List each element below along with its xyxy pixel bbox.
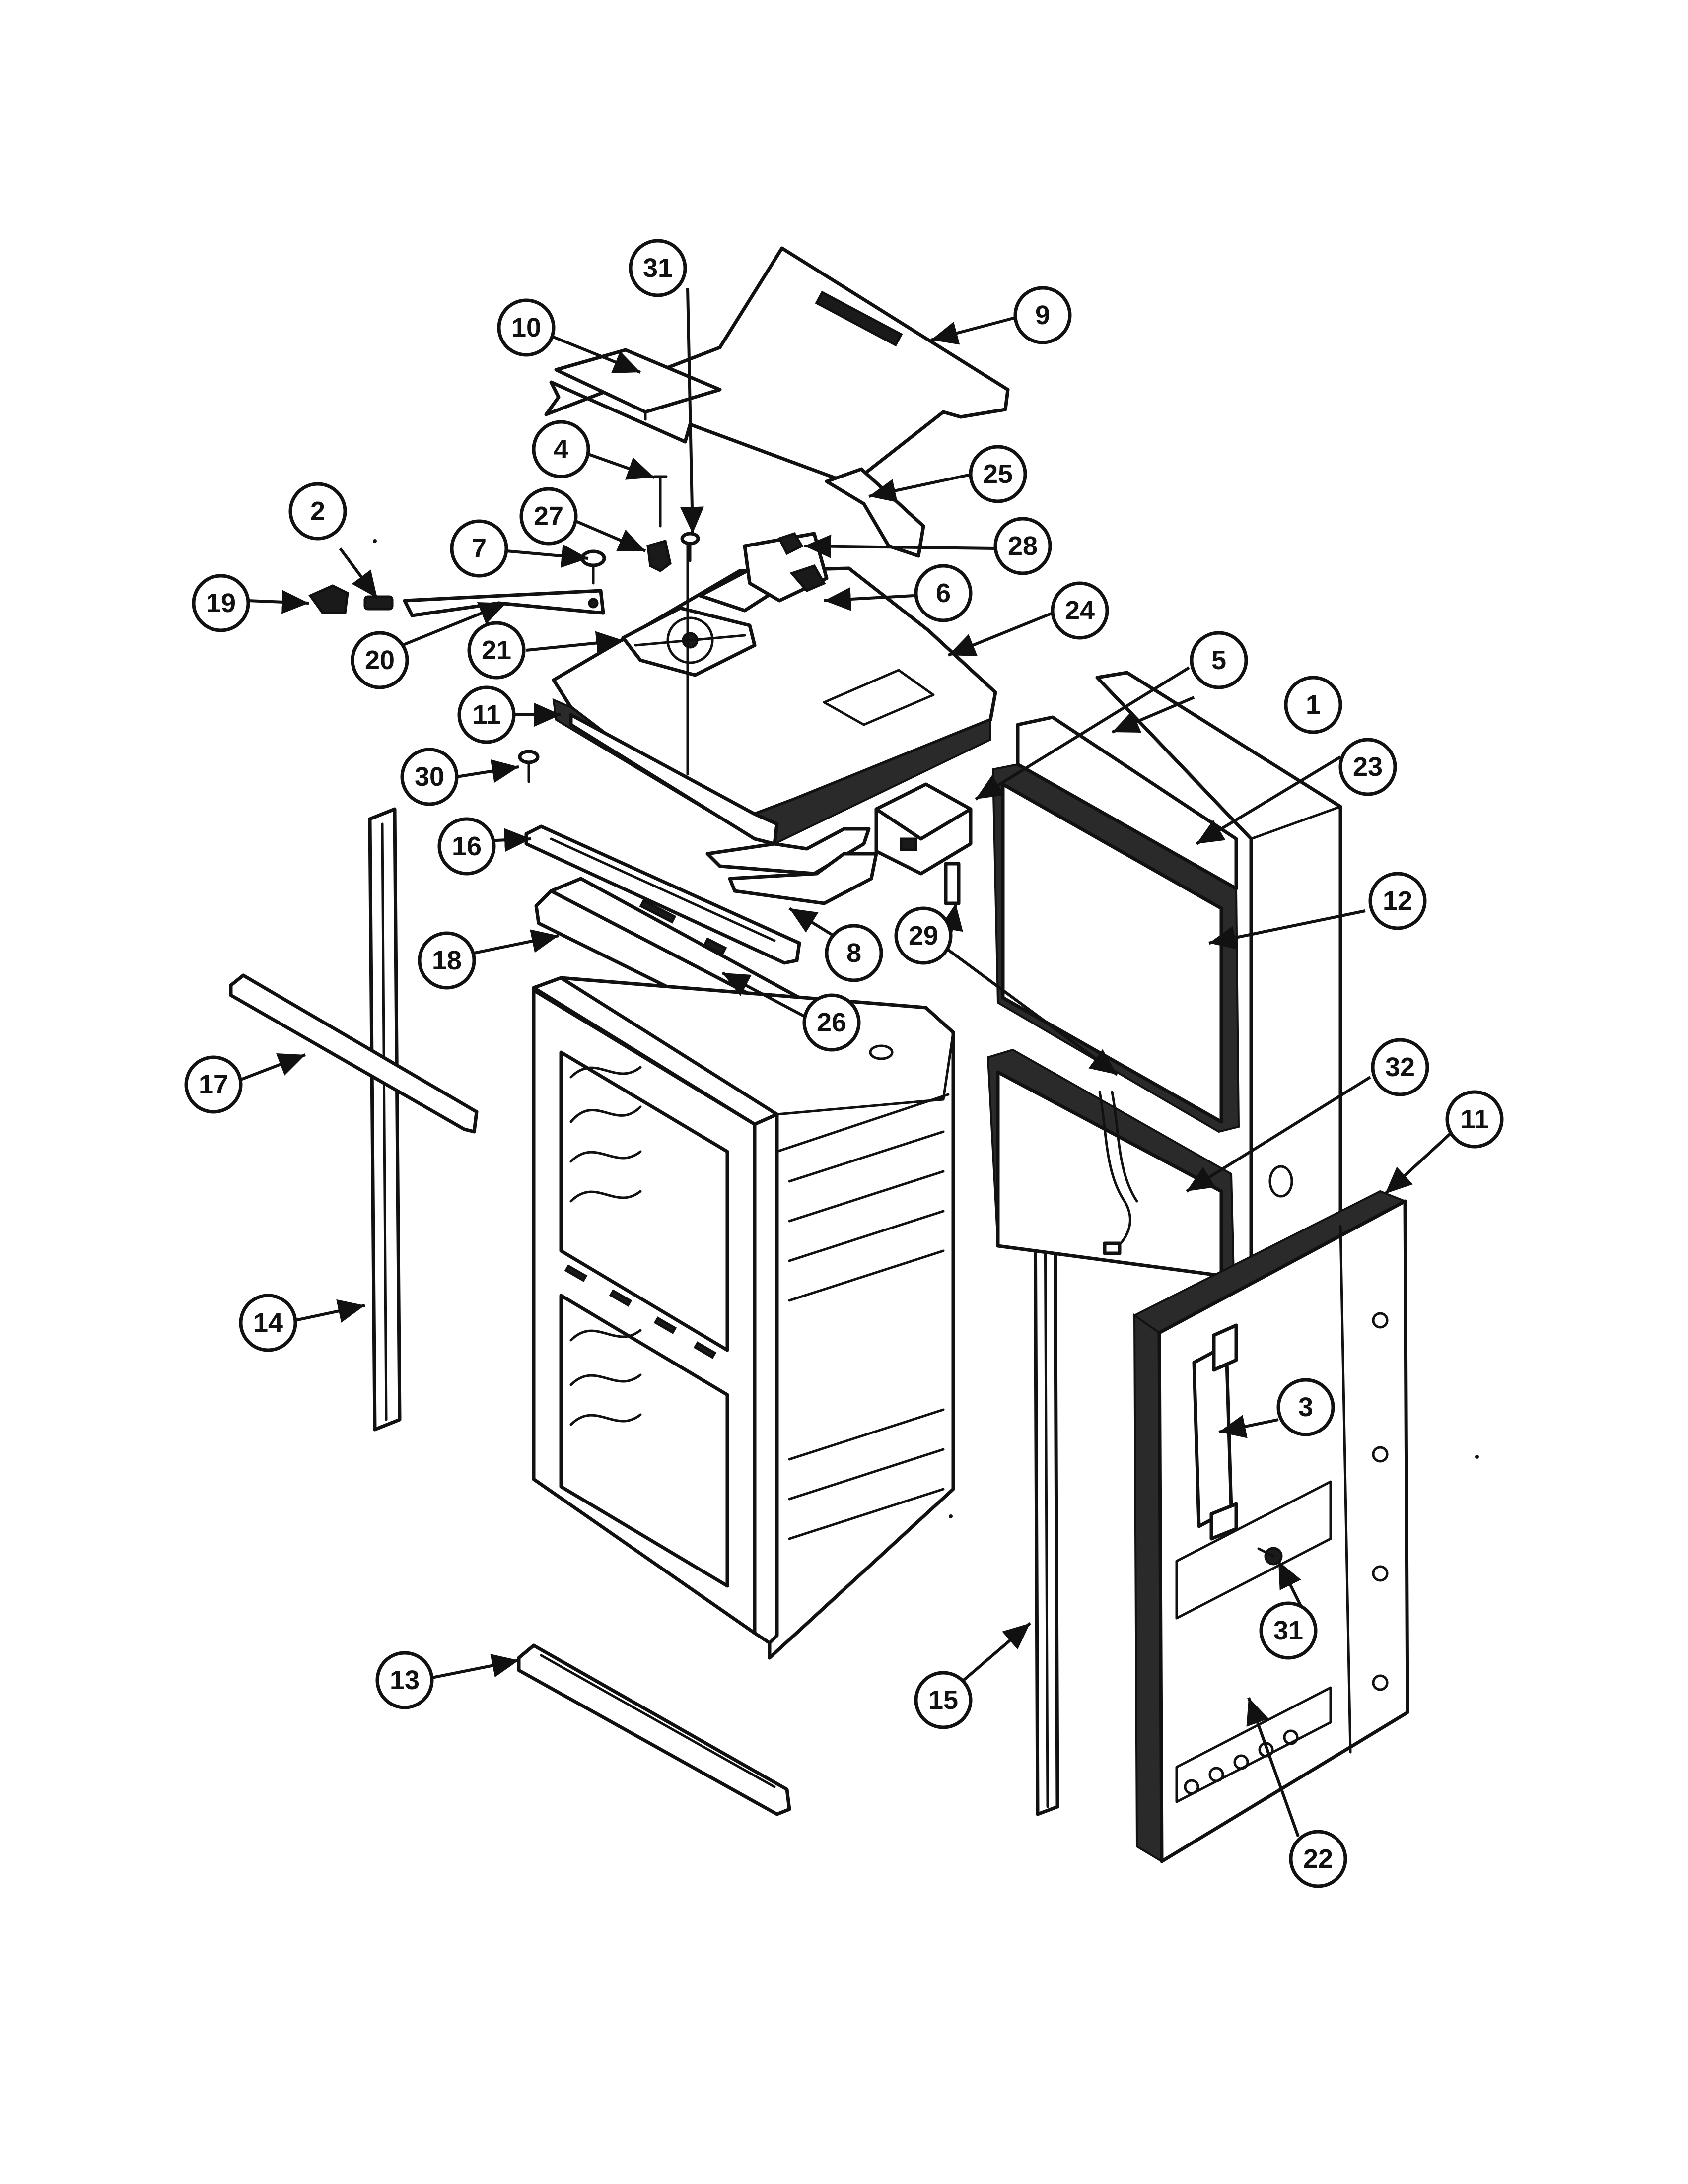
top-support-bracket-part — [825, 467, 925, 558]
callout-32: 32 — [1371, 1038, 1429, 1096]
callout-16: 16 — [437, 817, 496, 876]
svg-text:22: 22 — [1303, 1844, 1333, 1874]
callout-6: 6 — [914, 564, 973, 622]
svg-text:23: 23 — [1353, 752, 1383, 782]
callout-29: 29 — [894, 906, 953, 965]
side-panel-part — [1132, 1190, 1409, 1863]
callout-5: 5 — [1190, 631, 1248, 689]
svg-text:10: 10 — [511, 313, 541, 342]
callout-17: 17 — [184, 1055, 243, 1114]
svg-text:20: 20 — [365, 645, 395, 675]
latch-clip-part — [646, 539, 672, 572]
leader-lines — [240, 287, 1451, 1838]
latch-rod-assembly-part — [308, 584, 605, 617]
callout-20: 20 — [351, 631, 409, 689]
air-duct-part — [705, 827, 878, 905]
callout-22: 22 — [1289, 1830, 1347, 1888]
callout-1: 1 — [1284, 676, 1342, 734]
svg-text:5: 5 — [1211, 645, 1226, 675]
callout-30: 30 — [400, 748, 459, 806]
callout-27: 27 — [519, 487, 578, 546]
callout-21: 21 — [467, 621, 526, 680]
svg-text:8: 8 — [846, 938, 861, 968]
callout-31-panel: 31 — [1259, 1601, 1318, 1660]
wire-harness-part — [1098, 1091, 1138, 1255]
upper-insulation-part — [991, 715, 1240, 1133]
panel-screw-part — [1257, 1547, 1283, 1566]
svg-text:3: 3 — [1298, 1392, 1313, 1422]
callout-13: 13 — [375, 1651, 434, 1709]
callout-11-top: 11 — [457, 685, 516, 744]
svg-text:29: 29 — [909, 921, 938, 951]
callout-4: 4 — [532, 420, 590, 478]
svg-text:11: 11 — [472, 700, 500, 730]
svg-text:24: 24 — [1065, 596, 1095, 625]
callout-28: 28 — [993, 517, 1052, 575]
svg-text:7: 7 — [472, 534, 487, 563]
svg-text:1: 1 — [1306, 690, 1321, 720]
svg-text:30: 30 — [415, 762, 444, 792]
svg-text:21: 21 — [482, 635, 511, 665]
callout-12: 12 — [1368, 872, 1427, 930]
svg-text:12: 12 — [1383, 886, 1412, 916]
oven-cavity-part — [532, 976, 955, 1660]
callout-10: 10 — [497, 298, 556, 357]
callout-11-panel: 11 — [1445, 1090, 1504, 1149]
callout-7: 7 — [450, 519, 508, 578]
switch-part — [777, 532, 804, 555]
stray-dot — [373, 539, 377, 543]
stray-dot — [949, 1514, 953, 1518]
svg-text:11: 11 — [1460, 1104, 1488, 1134]
stray-dot — [1475, 1455, 1479, 1459]
callout-18: 18 — [418, 931, 476, 990]
top-cover-part — [544, 246, 1010, 486]
svg-text:32: 32 — [1385, 1052, 1415, 1082]
svg-text:13: 13 — [390, 1665, 420, 1695]
callout-23: 23 — [1338, 738, 1397, 796]
svg-text:9: 9 — [1035, 300, 1050, 330]
svg-text:18: 18 — [432, 946, 462, 975]
svg-text:26: 26 — [817, 1008, 846, 1037]
callout-31-top: 31 — [629, 239, 687, 297]
svg-text:4: 4 — [554, 434, 568, 464]
mounting-bracket-part — [1192, 1323, 1238, 1541]
callout-19: 19 — [192, 574, 250, 632]
callout-15: 15 — [914, 1671, 973, 1729]
blower-motor-part — [874, 782, 973, 905]
svg-text:28: 28 — [1008, 531, 1038, 561]
upper-brace-part — [229, 973, 479, 1134]
callout-25: 25 — [969, 445, 1027, 503]
callout-2: 2 — [288, 482, 347, 541]
svg-text:14: 14 — [253, 1308, 283, 1338]
svg-text:6: 6 — [936, 578, 951, 608]
svg-text:27: 27 — [534, 501, 563, 531]
callout-14: 14 — [239, 1294, 297, 1352]
callout-24: 24 — [1051, 581, 1109, 640]
svg-text:25: 25 — [983, 459, 1013, 489]
callout-9: 9 — [1013, 286, 1072, 344]
top-screw-part — [680, 532, 700, 562]
knob-part — [580, 549, 606, 585]
selector-mechanism-part — [621, 535, 757, 776]
screw-part — [653, 475, 668, 528]
callout-26: 26 — [802, 993, 861, 1052]
svg-text:31: 31 — [1273, 1616, 1303, 1645]
svg-text:2: 2 — [310, 496, 325, 526]
left-side-trim-part — [368, 807, 402, 1432]
svg-text:31: 31 — [643, 253, 673, 283]
svg-text:17: 17 — [199, 1070, 228, 1099]
svg-text:15: 15 — [928, 1685, 958, 1715]
svg-text:19: 19 — [206, 588, 236, 618]
top-insulation-gasket-part — [552, 698, 991, 846]
callout-3: 3 — [1276, 1378, 1335, 1436]
callout-8: 8 — [825, 924, 883, 982]
right-side-trim-part — [1033, 1187, 1059, 1816]
svg-text:16: 16 — [452, 831, 482, 861]
lower-brace-part — [517, 1643, 791, 1816]
